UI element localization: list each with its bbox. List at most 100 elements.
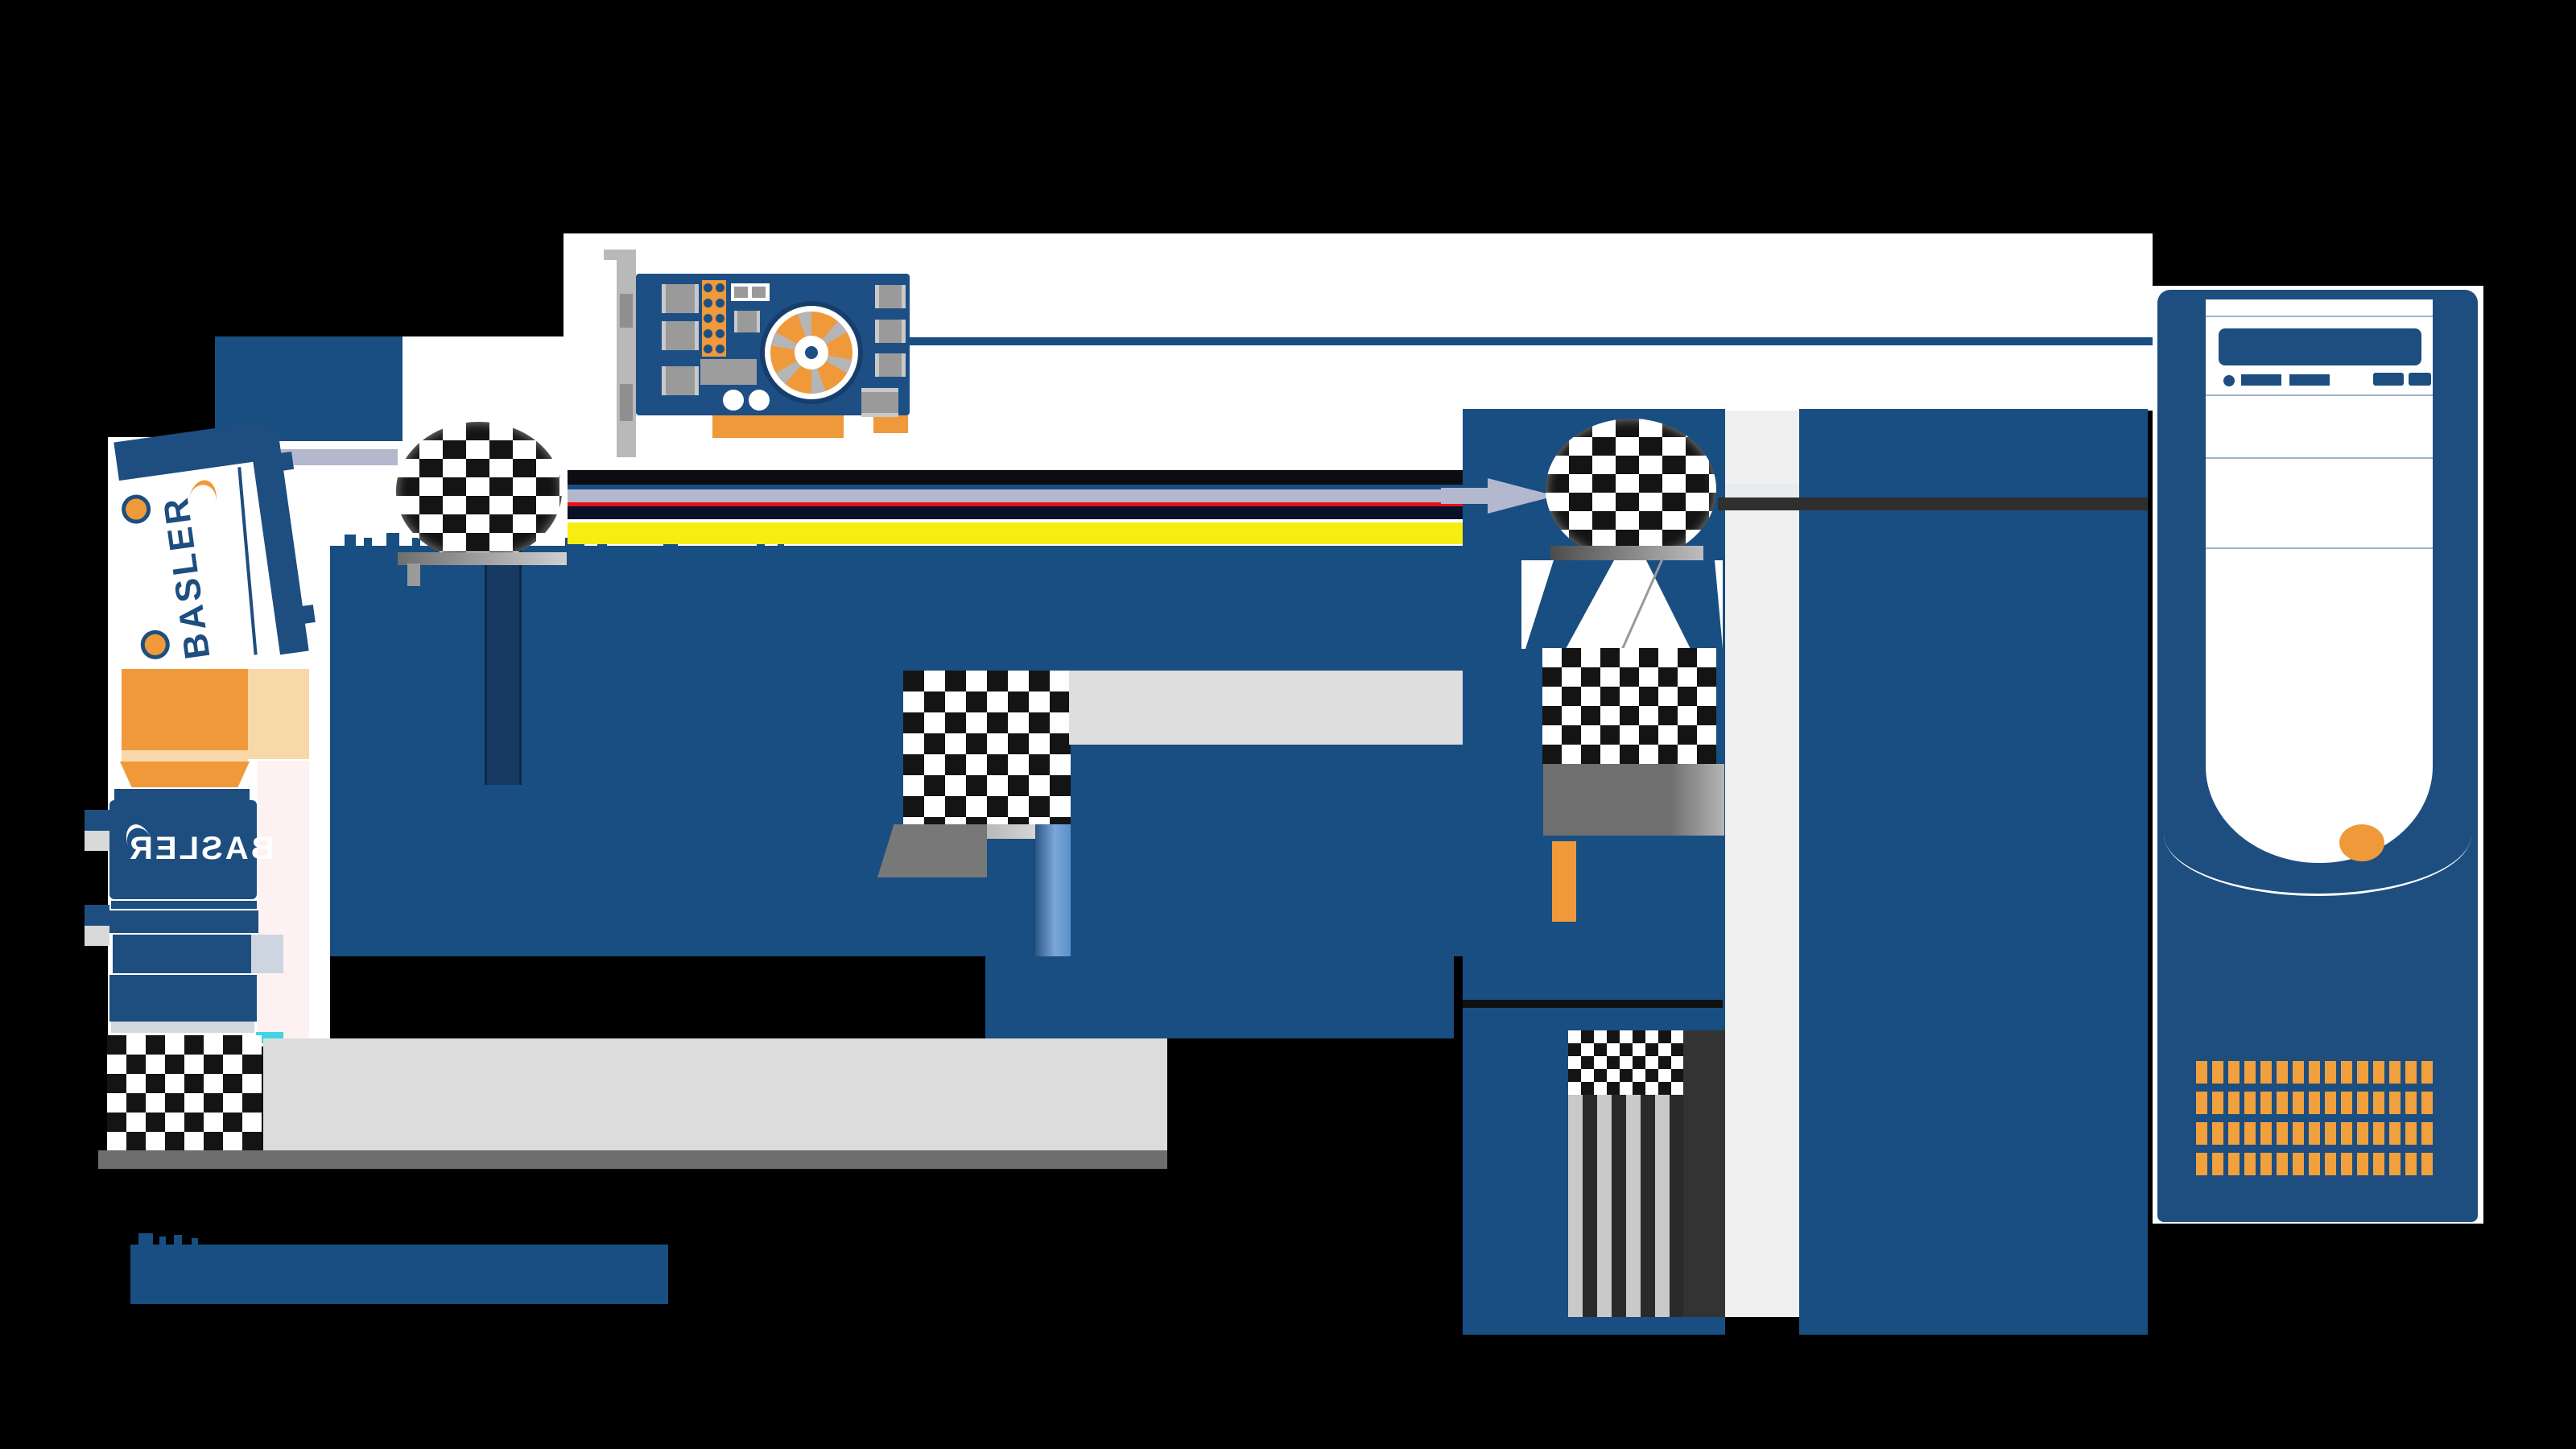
lens-ring bbox=[122, 750, 248, 762]
io-connector-orange bbox=[702, 280, 726, 357]
lens-barrel bbox=[120, 762, 250, 787]
barcode-dark-column bbox=[1683, 1030, 1725, 1317]
cable-arrow-head bbox=[1488, 478, 1555, 514]
chip bbox=[662, 321, 699, 350]
camera2-connector bbox=[85, 926, 109, 946]
camera-side-tab bbox=[295, 605, 316, 625]
checkerboard-small bbox=[1568, 1030, 1684, 1095]
text-remnant bbox=[412, 538, 420, 546]
text-remnant bbox=[386, 533, 399, 546]
drive-tray bbox=[2219, 328, 2421, 365]
front-slot bbox=[2241, 374, 2281, 386]
camera2-ring-shadow bbox=[251, 935, 283, 973]
right-square-shadow bbox=[1543, 764, 1724, 836]
bay-divider bbox=[2206, 316, 2433, 317]
wire-navy bbox=[568, 485, 1463, 489]
distorted-image-sphere-left bbox=[396, 422, 562, 560]
bay-divider bbox=[2206, 547, 2433, 549]
text-remnant bbox=[364, 538, 372, 546]
wire-dark-navy bbox=[568, 506, 1463, 519]
text-remnant bbox=[138, 1233, 153, 1245]
backdrop-column bbox=[1725, 411, 1799, 1317]
dip-switch bbox=[731, 283, 770, 301]
bay-divider bbox=[2206, 394, 2433, 396]
camera2-ring bbox=[111, 901, 257, 909]
fan-hub-dot bbox=[805, 346, 818, 359]
camera-tilted: BASLER bbox=[105, 418, 321, 676]
camera2-connector bbox=[85, 810, 109, 831]
lens-mount-side bbox=[248, 669, 309, 759]
chip bbox=[875, 285, 906, 308]
camera2-connector bbox=[85, 831, 109, 851]
pink-strip bbox=[258, 761, 309, 1042]
front-slot bbox=[2289, 374, 2330, 386]
chip bbox=[875, 353, 906, 377]
screw-icon bbox=[119, 493, 153, 526]
sphere-left-shadow bbox=[398, 552, 567, 565]
fan bbox=[760, 301, 863, 404]
wire-yellow bbox=[568, 522, 1463, 544]
camera2-ring bbox=[109, 910, 258, 933]
camera2-top-strip bbox=[114, 789, 250, 800]
lens-mount bbox=[122, 669, 248, 750]
chip-small bbox=[734, 311, 760, 332]
plate-edge-line bbox=[237, 467, 258, 655]
sphere-right-shadow bbox=[1550, 546, 1703, 560]
wire-black bbox=[568, 470, 1463, 485]
wire-red bbox=[568, 502, 1463, 506]
transform-slash-zone bbox=[1521, 557, 1723, 654]
checkerboard-middle bbox=[903, 671, 1071, 825]
blue-drop-line bbox=[1035, 824, 1071, 956]
caption-block bbox=[130, 1245, 668, 1304]
card-to-pc-line bbox=[910, 337, 2153, 345]
text-remnant bbox=[192, 1238, 198, 1245]
block-center-lower bbox=[985, 956, 1454, 1038]
sphere-left-shadow-tail bbox=[407, 564, 420, 586]
camera-side-tab bbox=[274, 451, 295, 472]
slash-gray-line bbox=[1620, 557, 1664, 654]
checkerboard-bottom-left bbox=[107, 1035, 262, 1151]
distorted-image-sphere-right bbox=[1546, 419, 1716, 560]
bracket-slot bbox=[620, 294, 633, 328]
wire-lavender bbox=[568, 489, 1463, 502]
chip bbox=[662, 284, 699, 313]
text-remnant bbox=[159, 1236, 166, 1245]
front-curve-line bbox=[2164, 773, 2471, 896]
cable-arrow-shaft bbox=[1441, 488, 1492, 504]
bracket-slot bbox=[620, 384, 633, 421]
barcode bbox=[1568, 1095, 1684, 1317]
text-remnant bbox=[174, 1235, 182, 1245]
pc-front-panel bbox=[2206, 299, 2433, 863]
orange-marker-bar bbox=[1552, 841, 1576, 922]
heatsink bbox=[700, 359, 757, 385]
checkerboard-right bbox=[1542, 648, 1716, 764]
card-bracket-tab bbox=[604, 250, 636, 260]
chip bbox=[662, 366, 699, 395]
card-bracket bbox=[617, 250, 636, 457]
image-strip-gray bbox=[1069, 671, 1463, 745]
camera2-body: BASLER bbox=[109, 800, 274, 899]
camera2-connector bbox=[85, 905, 109, 926]
vertical-divider-line bbox=[485, 546, 522, 785]
vent-grid bbox=[2196, 1061, 2438, 1183]
chip-wide bbox=[861, 388, 898, 417]
sphere-to-pc-line bbox=[1718, 497, 2148, 510]
shadow-parallelogram bbox=[877, 824, 987, 877]
text-remnant bbox=[345, 535, 356, 546]
power-led bbox=[2223, 375, 2235, 386]
front-button bbox=[2409, 373, 2431, 386]
screw-icon bbox=[138, 628, 172, 662]
divider-line-dark bbox=[1463, 1000, 1723, 1008]
front-button bbox=[2373, 373, 2404, 386]
capacitor bbox=[749, 390, 770, 411]
gray-baseline-bar bbox=[98, 1150, 1167, 1169]
camera2-base bbox=[109, 975, 257, 1022]
chip bbox=[875, 320, 906, 343]
pc-tower bbox=[2157, 290, 2478, 1222]
bay-divider bbox=[2206, 457, 2433, 459]
edge-connector-long bbox=[712, 415, 844, 438]
camera2-base-shadow bbox=[111, 1022, 254, 1033]
edge-connector-short bbox=[873, 415, 908, 433]
logo-swoosh-icon bbox=[188, 477, 220, 504]
